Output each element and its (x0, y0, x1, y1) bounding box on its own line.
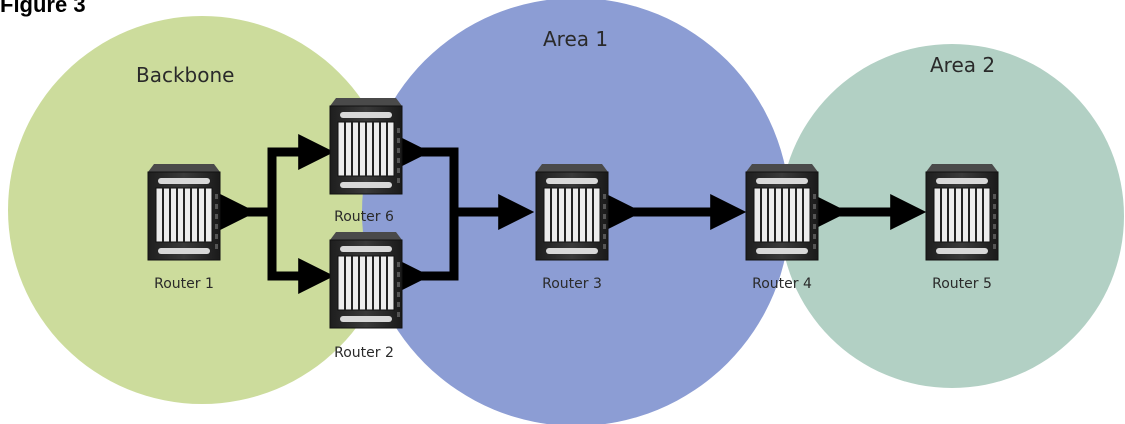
router-vent (993, 224, 996, 229)
router-vent (215, 214, 218, 219)
router-label-r6: Router 6 (334, 209, 394, 225)
router-vent (813, 234, 816, 239)
router-r3: Router 3 (535, 164, 609, 292)
router-vent (397, 262, 400, 267)
router-bottom-slot (340, 316, 392, 322)
router-top-slot (756, 178, 808, 184)
router-label-r2: Router 2 (334, 345, 394, 361)
router-vent (813, 204, 816, 209)
router-vent (813, 214, 816, 219)
router-vent (215, 194, 218, 199)
router-vent (813, 224, 816, 229)
router-top-slot (546, 178, 598, 184)
router-vent (397, 178, 400, 183)
router-bottom-slot (936, 248, 988, 254)
router-r4: Router 4 (745, 164, 819, 292)
router-bottom-slot (340, 182, 392, 188)
router-top-slot (340, 112, 392, 118)
router-top (536, 164, 608, 172)
router-top (330, 232, 402, 240)
router-top-slot (158, 178, 210, 184)
router-vent (215, 234, 218, 239)
router-label-r4: Router 4 (752, 276, 812, 292)
router-vent (813, 194, 816, 199)
router-vent (603, 204, 606, 209)
router-label-r1: Router 1 (154, 276, 214, 292)
router-vent (397, 312, 400, 317)
router-vent (397, 128, 400, 133)
router-vent (215, 224, 218, 229)
router-vent (397, 158, 400, 163)
router-vent (397, 272, 400, 277)
link-r1-r6 (267, 134, 335, 212)
router-top (926, 164, 998, 172)
router-vent (603, 214, 606, 219)
router-top (330, 98, 402, 106)
router-top (148, 164, 220, 172)
router-vent (215, 204, 218, 209)
router-vent (993, 244, 996, 249)
router-bottom-slot (158, 248, 210, 254)
router-label-r5: Router 5 (932, 276, 992, 292)
figure-caption: Figure 3 (0, 0, 86, 17)
router-top (746, 164, 818, 172)
router-vent (993, 214, 996, 219)
router-top-slot (340, 246, 392, 252)
area2-label: Area 2 (930, 53, 995, 77)
link-r2-r3 (394, 212, 459, 294)
router-vent (603, 224, 606, 229)
router-r2: Router 2 (329, 232, 403, 361)
router-vent (397, 138, 400, 143)
router-r5: Router 5 (925, 164, 999, 292)
area1-label: Area 1 (543, 27, 608, 51)
router-vent (397, 282, 400, 287)
router-vent (397, 148, 400, 153)
backbone-label: Backbone (136, 63, 234, 87)
link-r6-r3 (394, 134, 459, 212)
router-vent (215, 244, 218, 249)
link-r1-r2 (267, 212, 335, 294)
router-vent (397, 302, 400, 307)
links (220, 134, 927, 294)
router-r1: Router 1 (147, 164, 221, 292)
router-vent (603, 244, 606, 249)
router-vent (813, 244, 816, 249)
router-vent (603, 234, 606, 239)
router-vent (603, 194, 606, 199)
router-vent (397, 292, 400, 297)
router-top-slot (936, 178, 988, 184)
router-vent (993, 234, 996, 239)
router-vent (993, 194, 996, 199)
router-bottom-slot (756, 248, 808, 254)
router-vent (993, 204, 996, 209)
router-r6: Router 6 (329, 98, 403, 225)
router-label-r3: Router 3 (542, 276, 602, 292)
router-bottom-slot (546, 248, 598, 254)
router-vent (397, 168, 400, 173)
